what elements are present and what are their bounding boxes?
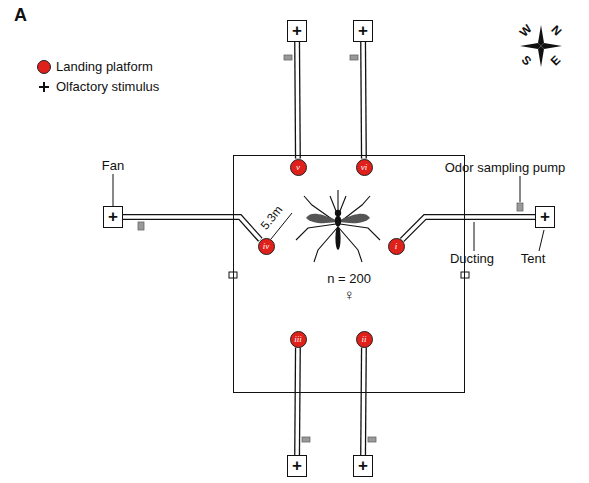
leader-line: [113, 174, 544, 251]
stimulus-plus: +: [358, 22, 368, 39]
compass-letter: W: [517, 22, 534, 39]
platform-number: iv: [263, 242, 270, 251]
sample-size: n = 200: [327, 272, 371, 285]
landing-platform: i: [388, 238, 405, 255]
tent-box: +: [287, 455, 307, 477]
panel-letter: A: [14, 6, 27, 26]
tent-box: +: [287, 20, 307, 42]
landing-platform: v: [290, 159, 307, 176]
mosquito-icon: [296, 190, 380, 262]
ducting: [363, 42, 365, 159]
landing-platform: iv: [258, 238, 275, 255]
stimulus-plus: +: [292, 22, 302, 39]
distance-label: 5.3m: [258, 203, 285, 232]
female-symbol: ♀: [343, 287, 354, 302]
fan-label: Fan: [102, 159, 124, 173]
platform-number: vi: [361, 163, 368, 172]
ducting: [297, 42, 299, 159]
plus-symbol: [39, 82, 49, 92]
pump-label: Odor sampling pump: [445, 161, 566, 175]
fan-unit: [138, 55, 523, 442]
compass-letter: N: [548, 23, 563, 38]
stimulus-plus: +: [358, 457, 368, 474]
compass-letter: E: [549, 54, 564, 69]
landing-platform: vi: [356, 159, 373, 176]
arena-box: n = 200♀iiiiiiivvvi: [233, 155, 465, 393]
tent-box: +: [353, 455, 373, 477]
stimulus-plus: +: [540, 208, 550, 225]
ducting: [297, 348, 299, 456]
platform-number: ii: [361, 335, 366, 344]
legend-text: Landing platform: [56, 60, 153, 74]
compass-letter: S: [519, 54, 534, 69]
legend-text: Olfactory stimulus: [56, 80, 159, 94]
platform-number: i: [395, 242, 398, 251]
stimulus-plus: +: [292, 457, 302, 474]
tent-box: +: [353, 20, 373, 42]
legend-swatch: [37, 60, 51, 74]
landing-platform: ii: [356, 331, 373, 348]
ducting: [363, 348, 365, 456]
tent-box: +: [103, 206, 123, 228]
ducting-label: Ducting: [450, 252, 494, 266]
platform-number: v: [296, 163, 300, 172]
tent-label: Tent: [521, 252, 546, 266]
ducting: [402, 217, 535, 240]
landing-platform: iii: [290, 331, 307, 348]
platform-number: iii: [294, 335, 302, 344]
vent: [461, 272, 469, 278]
stimulus-plus: +: [108, 208, 118, 225]
tent-box: +: [535, 206, 555, 228]
ducting: [123, 217, 260, 240]
